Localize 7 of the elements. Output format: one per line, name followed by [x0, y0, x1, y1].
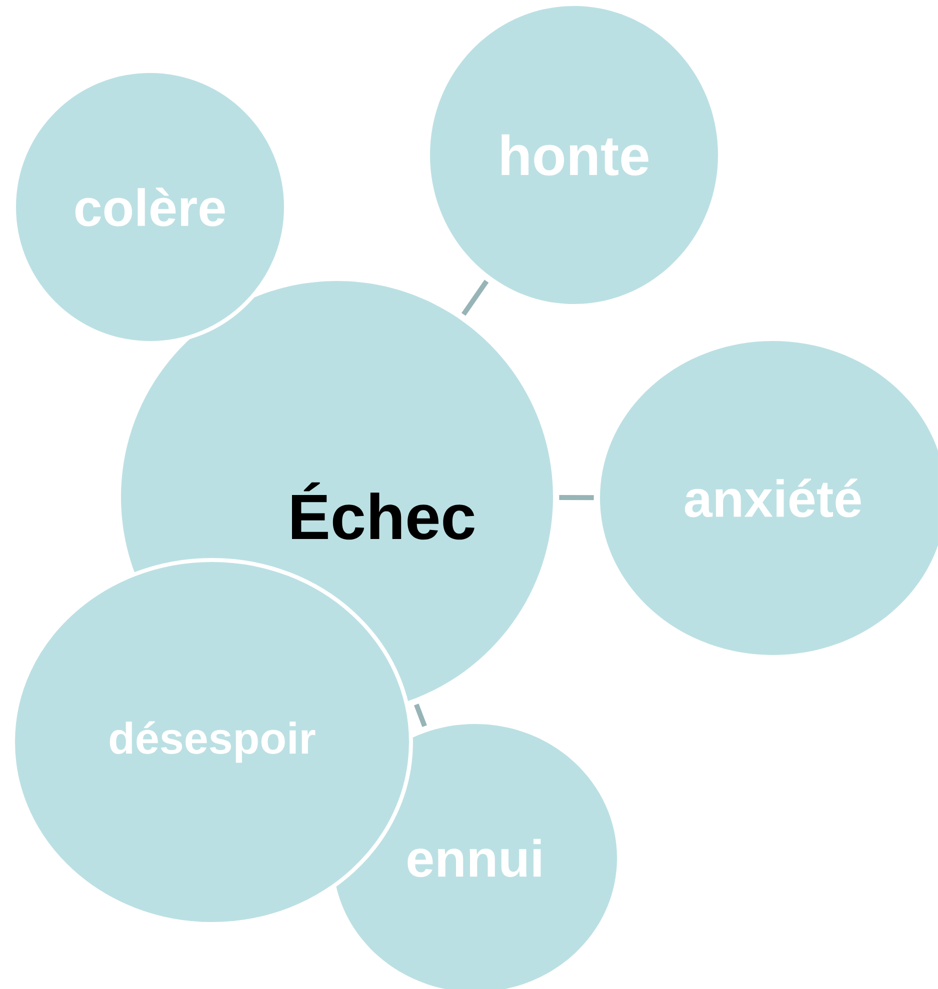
connector-line	[414, 704, 427, 728]
bubble: honte	[430, 6, 718, 304]
connector-line	[559, 495, 594, 500]
bubble: anxiété	[600, 341, 938, 655]
connector-line	[462, 280, 489, 316]
bubble: colère	[12, 69, 288, 345]
node-label: Échec	[292, 482, 474, 540]
